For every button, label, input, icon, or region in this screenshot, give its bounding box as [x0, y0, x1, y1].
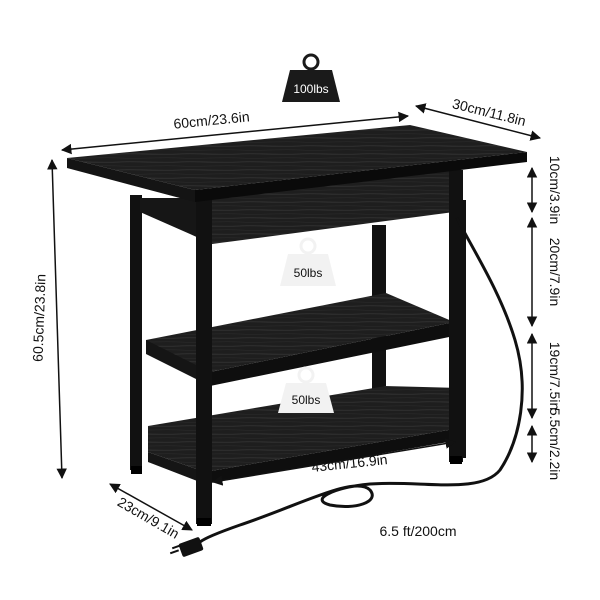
power-plug-icon	[169, 537, 204, 557]
back-left-foot	[131, 466, 142, 474]
weight-label-top: 100lbs	[293, 82, 328, 96]
weight-label-bottom: 50lbs	[292, 393, 321, 407]
label-top-width: 60cm/23.6in	[173, 108, 250, 131]
weight-badge-middle: 50lbs	[280, 237, 336, 286]
power-cord	[199, 217, 524, 544]
dimline-total-height	[47, 158, 67, 480]
drawer-front	[212, 170, 454, 244]
dimline-top-width	[60, 111, 410, 155]
weight-badge-bottom: 50lbs	[278, 366, 334, 413]
front-right-leg	[449, 170, 463, 462]
table-top-left-edge	[67, 158, 195, 202]
label-lower-gap: 19cm/7.5in	[547, 342, 563, 410]
weight-icon	[278, 366, 334, 413]
label-upper-gap: 20cm/7.9in	[547, 238, 563, 306]
table-top-front-edge	[195, 152, 527, 202]
middle-shelf-side	[146, 340, 210, 386]
dimline-bottom-depth	[109, 483, 193, 531]
label-bottom-depth: 23cm/9.1in	[115, 494, 182, 542]
label-top-depth: 30cm/11.8in	[451, 95, 528, 129]
dimline-bottom-width	[211, 438, 457, 486]
label-drawer-height: 10cm/3.9in	[547, 156, 563, 224]
label-ground-clearance: 5.5cm/2.2in	[547, 408, 563, 480]
weight-label-middle: 50lbs	[294, 266, 323, 280]
weight-icon	[280, 237, 336, 286]
weight-badge-top: 100lbs	[282, 53, 340, 102]
middle-shelf-front	[210, 322, 454, 386]
front-left-leg	[196, 196, 212, 524]
front-right-foot	[450, 456, 462, 464]
label-cord-length: 6.5 ft/200cm	[379, 523, 456, 539]
front-left-foot	[197, 518, 211, 526]
label-total-height: 60.5cm/23.8in	[29, 274, 48, 362]
dimline-top-depth	[414, 103, 542, 141]
back-left-leg	[130, 195, 142, 470]
table-top-surface	[67, 125, 527, 190]
weight-icon	[282, 53, 340, 102]
side-table	[67, 125, 527, 557]
label-bottom-width: 43cm/16.9in	[311, 451, 389, 475]
drawer-side	[140, 198, 212, 244]
bottom-shelf-side	[148, 452, 205, 484]
middle-shelf-top	[146, 293, 454, 372]
